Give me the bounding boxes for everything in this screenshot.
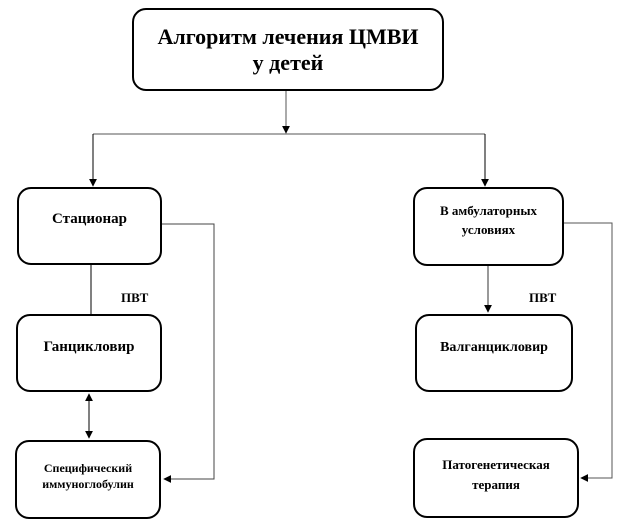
ganciclovir-node: Ганцикловир xyxy=(16,314,162,392)
antiviral-therapy-label-left: ПВТ xyxy=(121,290,149,305)
outpatient-to-pathogenetic-elbow-arrow xyxy=(564,222,613,482)
stationary-node: Стационар xyxy=(17,187,162,265)
pathogenetic-therapy-node: Патогенетическая терапия xyxy=(413,438,579,518)
immunoglobulin-node: Специфический иммуноглобулин xyxy=(15,440,161,519)
outpatient-node: В амбулаторных условиях xyxy=(413,187,564,266)
stationary-label: Стационар xyxy=(52,211,127,227)
title-line-1: Алгоритм лечения ЦМВИ xyxy=(157,23,419,49)
outpatient-line-1: В амбулаторных xyxy=(440,203,537,218)
stationary-to-immunoglobulin-elbow-arrow xyxy=(162,223,215,483)
ganciclovir-label: Ганцикловир xyxy=(43,339,135,355)
title-node: Алгоритм лечения ЦМВИ у детей xyxy=(132,8,444,91)
pathogenetic-line-1: Патогенетическая xyxy=(442,457,550,472)
pathogenetic-line-2: терапия xyxy=(472,477,520,492)
immunoglobulin-line-2: иммуноглобулин xyxy=(42,477,134,491)
outpatient-line-2: условиях xyxy=(461,222,516,237)
valganciclovir-node: Валганцикловир xyxy=(415,314,573,392)
antiviral-therapy-label-right: ПВТ xyxy=(529,290,557,305)
immunoglobulin-line-1: Специфический xyxy=(43,461,133,475)
valganciclovir-label: Валганцикловир xyxy=(440,340,548,355)
title-line-2: у детей xyxy=(252,49,324,75)
